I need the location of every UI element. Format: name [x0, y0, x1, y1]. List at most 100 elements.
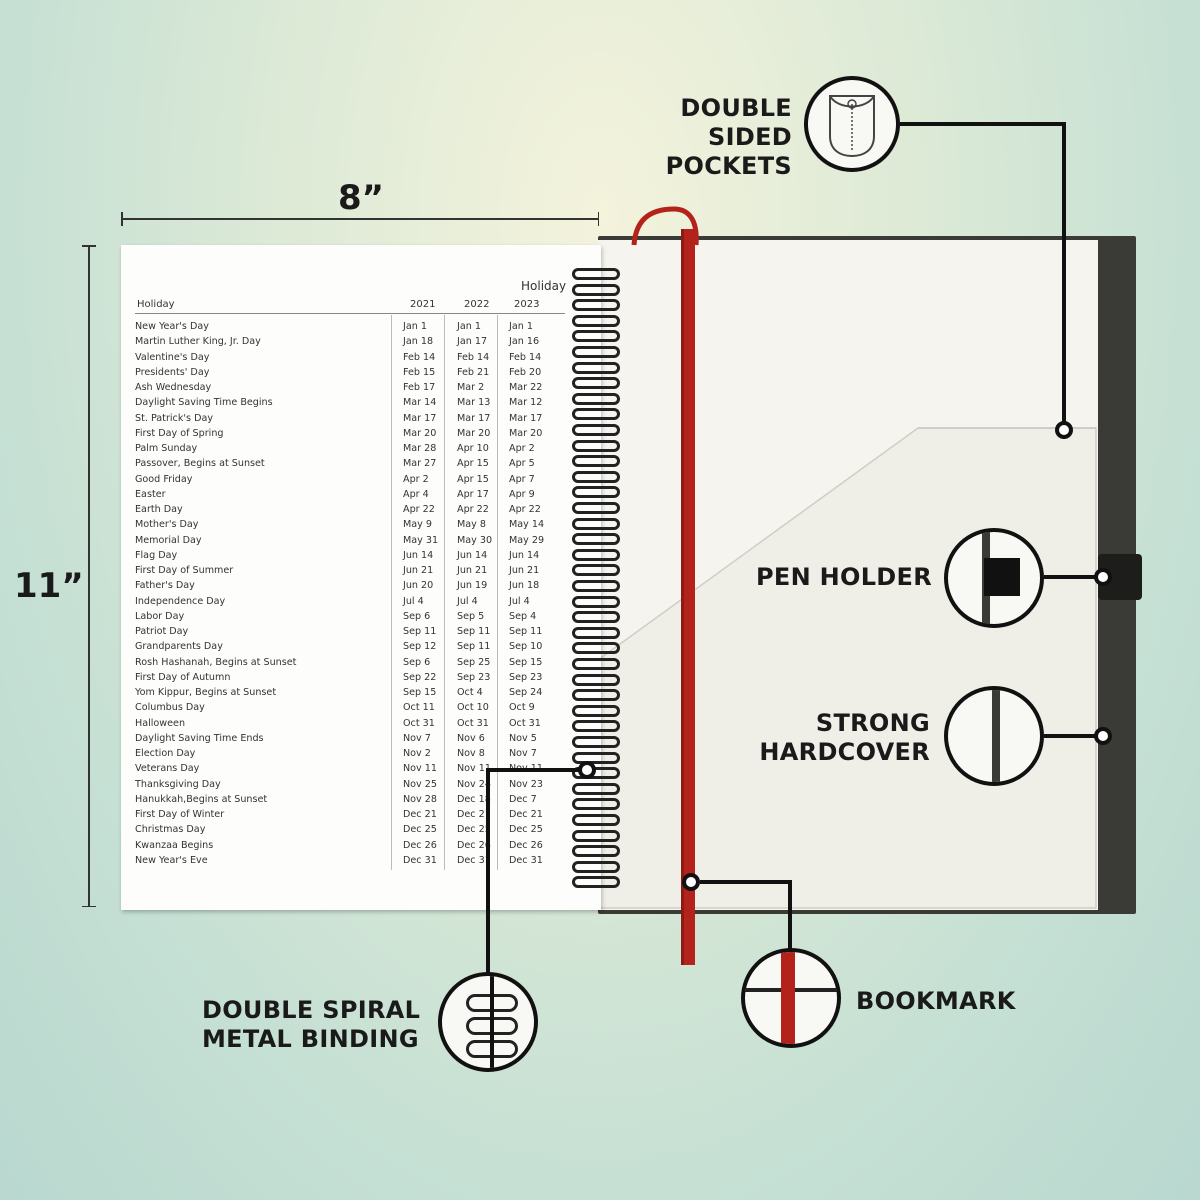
holiday-date: Sep 5	[457, 610, 485, 622]
holiday-date: Nov 11	[457, 763, 491, 775]
holiday-name: Father's Day	[135, 580, 195, 592]
spiral-coil	[572, 455, 620, 468]
holiday-date: Jan 17	[457, 336, 488, 348]
spiral-coil	[572, 751, 620, 764]
spiral-coil	[572, 299, 620, 312]
hardcover-leader	[1044, 734, 1100, 738]
holiday-date: Dec 31	[509, 854, 543, 866]
hardcover-icon	[944, 686, 1044, 786]
holiday-date: Dec 26	[457, 839, 491, 851]
holiday-date: Mar 28	[403, 443, 437, 454]
holiday-name: Columbus Day	[135, 702, 205, 714]
holiday-name: Christmas Day	[135, 824, 206, 836]
holiday-name: Good Friday	[135, 473, 193, 485]
spiral-coil	[572, 829, 620, 842]
holiday-name: Halloween	[135, 717, 186, 729]
holiday-name: Ash Wednesday	[135, 382, 212, 393]
holiday-date: Nov 25	[403, 778, 437, 790]
spiral-binding-icon	[438, 972, 538, 1072]
column-2023: 2023	[514, 299, 540, 310]
holiday-name: Passover, Begins at Sunset	[135, 458, 265, 470]
spiral-coil	[572, 517, 620, 530]
spiral-coil	[572, 658, 620, 670]
holiday-date: Dec 21	[457, 809, 491, 820]
holiday-date: Nov 28	[403, 793, 437, 805]
width-label: 8”	[338, 178, 385, 218]
bookmark-leader	[700, 880, 792, 884]
spiral-coil	[572, 502, 620, 514]
spiral-coil	[572, 845, 620, 858]
hardcover-label: STRONG HARDCOVER	[759, 709, 930, 766]
holiday-name: Daylight Saving Time Ends	[135, 732, 264, 744]
bookmark-label: BOOKMARK	[856, 987, 1016, 1015]
holiday-date: Sep 23	[457, 671, 491, 683]
holiday-date: Dec 26	[509, 839, 543, 851]
spiral-coil	[572, 704, 620, 717]
holiday-date: Dec 21	[509, 809, 543, 820]
holiday-date: Dec 25	[403, 824, 437, 836]
holiday-date: Jun 14	[509, 549, 540, 561]
holiday-date: Apr 4	[403, 488, 429, 500]
holiday-date: Sep 6	[403, 610, 431, 622]
holiday-date: Mar 14	[403, 397, 437, 409]
holiday-date: Jun 20	[403, 580, 434, 592]
holiday-date: May 29	[509, 534, 545, 546]
holiday-page: Holiday Holiday 2021 2022 2023 New Year'…	[121, 245, 601, 910]
holiday-name: Martin Luther King, Jr. Day	[135, 336, 261, 348]
holiday-date: Sep 23	[509, 671, 543, 683]
hardcover-dot	[1094, 727, 1112, 745]
height-label: 11”	[14, 566, 84, 606]
spiral-coil	[572, 611, 620, 624]
holiday-date: Dec 18	[457, 793, 491, 805]
height-dimension	[82, 245, 96, 907]
holiday-date: Sep 15	[509, 656, 543, 668]
spiral-coil	[572, 595, 620, 608]
holiday-date: Nov 6	[457, 732, 485, 744]
holiday-name: Palm Sunday	[135, 443, 198, 454]
holiday-name: First Day of Autumn	[135, 671, 231, 683]
holiday-name: Rosh Hashanah, Begins at Sunset	[135, 656, 297, 668]
holiday-date: Sep 11	[509, 626, 543, 637]
holiday-date: Mar 17	[509, 412, 543, 424]
spiral-coil	[572, 268, 620, 280]
holiday-date: May 9	[403, 519, 432, 531]
spiral-coil	[572, 346, 620, 358]
column-2021: 2021	[410, 299, 436, 310]
pockets-label: DOUBLE SIDED POCKETS	[665, 94, 792, 180]
spiral-coil	[572, 533, 620, 546]
holiday-date: Nov 11	[403, 763, 437, 775]
holiday-date: Oct 31	[457, 717, 489, 729]
spiral-coil	[572, 720, 620, 733]
holiday-date: Nov 24	[457, 778, 491, 790]
holiday-date: Apr 5	[509, 458, 535, 470]
holiday-date: Sep 24	[509, 687, 543, 698]
holiday-date: Apr 17	[457, 488, 489, 500]
holiday-date: Mar 27	[403, 458, 437, 470]
holiday-date: Jun 21	[457, 565, 488, 576]
spiral-coil	[572, 736, 620, 748]
holiday-name: Grandparents Day	[135, 641, 223, 653]
holiday-date: Feb 14	[403, 351, 436, 363]
holiday-date: Oct 31	[403, 717, 435, 729]
holiday-date: Apr 7	[509, 473, 535, 485]
holiday-date: May 31	[403, 534, 439, 546]
holiday-date: Jan 1	[509, 321, 533, 332]
holiday-date: May 14	[509, 519, 545, 531]
holiday-date: Mar 20	[509, 427, 543, 439]
spiral-coil	[572, 673, 620, 686]
spiral-coil	[572, 330, 620, 343]
